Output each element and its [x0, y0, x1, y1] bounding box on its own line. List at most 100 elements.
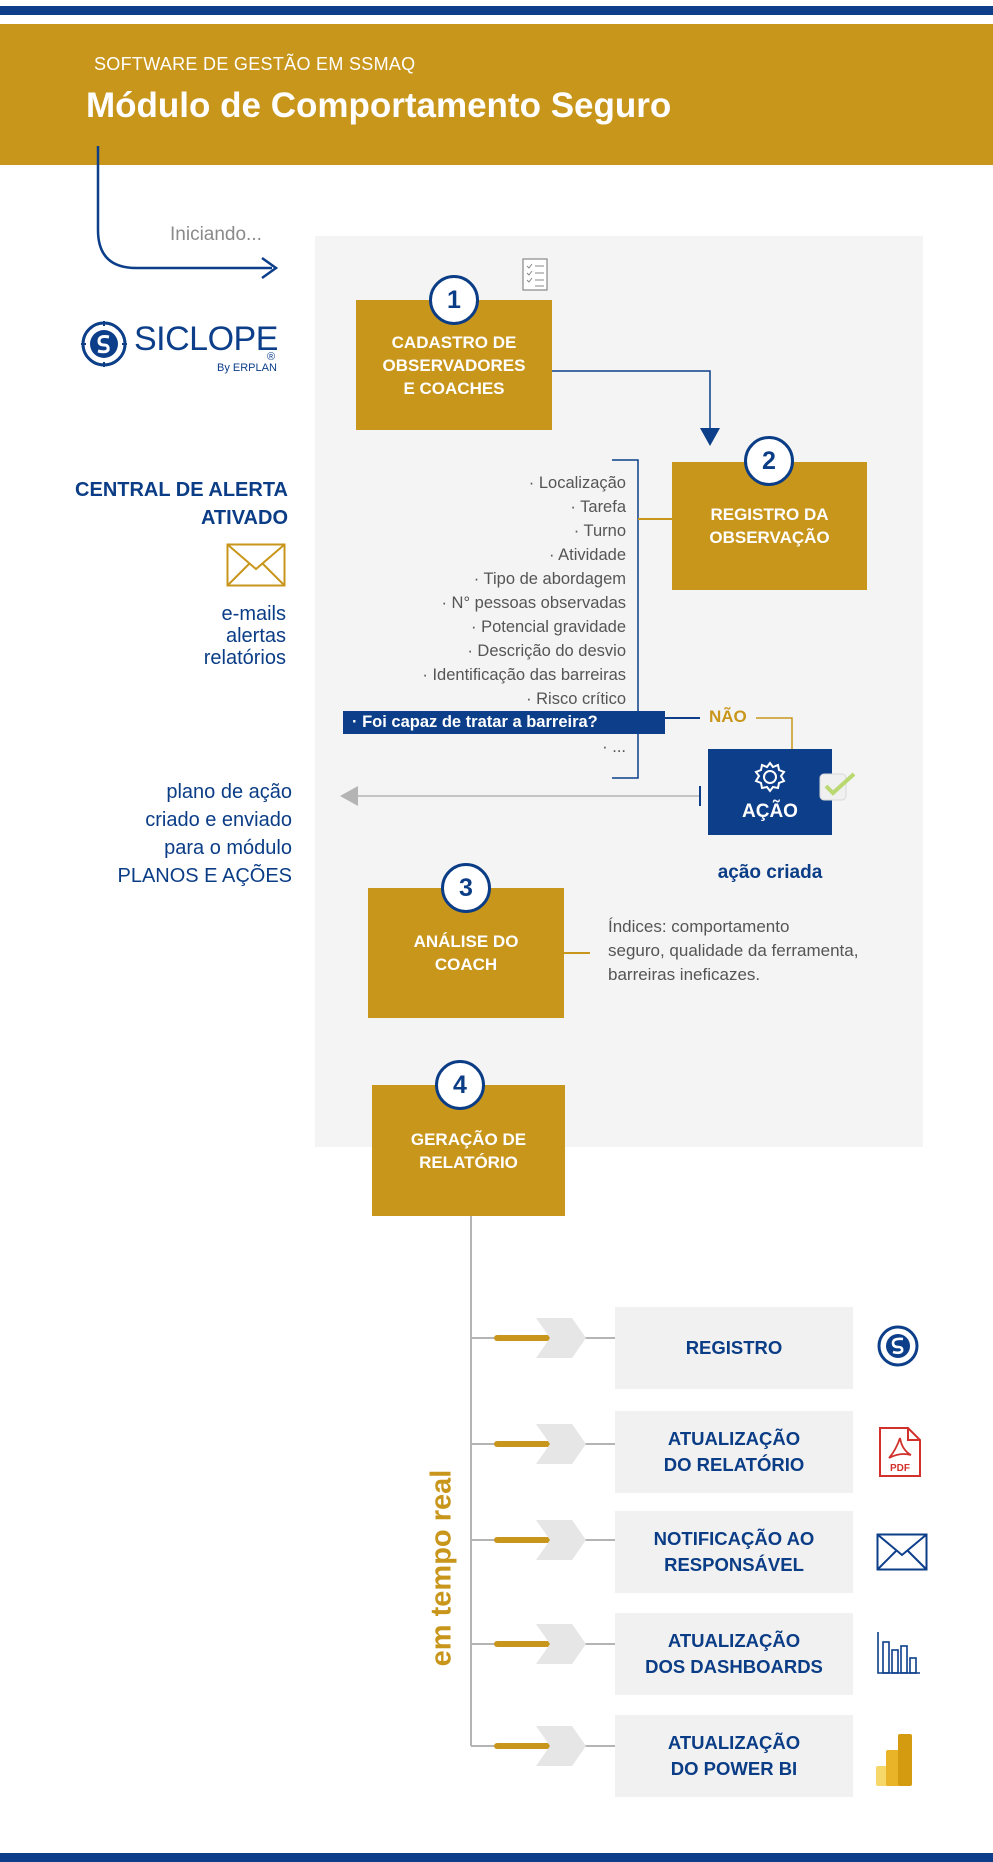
step4-line: GERAÇÃO DE [410, 1129, 527, 1149]
fields-bracket [612, 459, 639, 779]
top-border [0, 6, 993, 15]
observation-field: · Tarefa [570, 498, 626, 516]
chevron-arrow-icon [536, 1318, 586, 1358]
observation-field: · N° pessoas observadas [441, 594, 626, 612]
indices-line: seguro, qualidade da ferramenta, [608, 941, 859, 960]
observation-field: · Potencial gravidade [470, 618, 626, 636]
output-box-dashboards: ATUALIZAÇÃO DOS DASHBOARDS [615, 1613, 853, 1695]
power-bi-icon [876, 1734, 912, 1786]
output-box-relatorio: ATUALIZAÇÃO DO RELATÓRIO [615, 1411, 853, 1493]
action-plan-line: para o módulo [164, 837, 292, 859]
observation-field-ellipsis: · ... [602, 738, 626, 756]
action-to-plan-arrowhead [340, 786, 358, 806]
action-plan-line: criado e enviado [145, 809, 292, 831]
chevron-arrow-icon [536, 1424, 586, 1464]
alert-items: e-mails alertas relatórios [40, 603, 286, 669]
row-connector [586, 1337, 616, 1339]
output-line: DO POWER BI [670, 1758, 798, 1779]
action-box: AÇÃO [708, 749, 832, 835]
observation-field: · Risco crítico [526, 690, 626, 708]
row-connector [586, 1443, 616, 1445]
output-line: ATUALIZAÇÃO [667, 1630, 801, 1651]
output-box-powerbi: ATUALIZAÇÃO DO POWER BI [615, 1715, 853, 1797]
step2-number-badge: 2 [744, 436, 794, 486]
start-arrow-head [261, 256, 279, 280]
step1-number-badge: 1 [429, 275, 479, 325]
logo-wordmark: SICLOPE [134, 320, 278, 358]
no-to-action-line [756, 717, 793, 750]
output-line: ATUALIZAÇÃO [667, 1732, 801, 1753]
output-line: DOS DASHBOARDS [645, 1656, 823, 1677]
step2-line: OBSERVAÇÃO [709, 528, 830, 547]
pdf-icon: PDF [879, 1427, 921, 1477]
step4-number-badge: 4 [435, 1060, 485, 1110]
barrier-question-highlight: · Foi capaz de tratar a barreira? [343, 711, 665, 734]
start-label: Iniciando... [170, 224, 262, 245]
output-box-registro: REGISTRO [615, 1307, 853, 1389]
step2-line: REGISTRO DA [710, 505, 829, 524]
output-line: ATUALIZAÇÃO [667, 1428, 801, 1449]
step1-line: OBSERVADORES [382, 355, 526, 375]
output-line: NOTIFICAÇÃO AO [653, 1528, 815, 1549]
step3-number-badge: 3 [441, 863, 491, 913]
step1-to-step2-line [551, 370, 711, 428]
alert-title-line1: CENTRAL DE ALERTA [75, 479, 288, 501]
siclope-logo-icon [877, 1325, 919, 1367]
row-tick [494, 1743, 552, 1749]
step1-box: CADASTRO DE OBSERVADORES E COACHES [356, 300, 552, 430]
step4-box: GERAÇÃO DE RELATÓRIO [372, 1085, 565, 1216]
action-label: AÇÃO [742, 801, 798, 822]
row-tick [494, 1537, 552, 1543]
chevron-arrow-icon [536, 1726, 586, 1766]
indices-line: barreiras ineficazes. [608, 965, 761, 984]
checklist-icon [522, 258, 548, 291]
realtime-label: em tempo real [425, 1469, 458, 1667]
chevron-arrow-icon [536, 1624, 586, 1664]
start-arrow-line [96, 146, 272, 270]
indices-line: Índices: comportamento [608, 917, 790, 936]
no-label: NÃO [709, 707, 747, 726]
step3-line: COACH [434, 955, 498, 974]
action-plan-line: PLANOS E AÇÕES [117, 865, 292, 887]
envelope-icon [876, 1533, 928, 1571]
row-connector [586, 1745, 616, 1747]
row-tick [494, 1641, 552, 1647]
alert-item: e-mails [221, 603, 286, 625]
action-plan-text: plano de ação criado e enviado para o mó… [40, 778, 292, 890]
row-connector [586, 1643, 616, 1645]
header-banner: SOFTWARE DE GESTÃO EM SSMAQ Módulo de Co… [0, 24, 993, 165]
output-box-notificacao: NOTIFICAÇÃO AO RESPONSÁVEL [615, 1511, 853, 1593]
bottom-border [0, 1853, 993, 1862]
row-tick [494, 1335, 552, 1341]
envelope-icon [226, 543, 286, 587]
observation-field: · Tipo de abordagem [473, 570, 626, 588]
step1-to-step2-arrowhead [700, 428, 720, 446]
output-line: RESPONSÁVEL [664, 1554, 804, 1575]
pdf-icon-label: PDF [890, 1463, 910, 1474]
logo-registered-mark: ® [267, 351, 276, 363]
header-subtitle: SOFTWARE DE GESTÃO EM SSMAQ [94, 54, 416, 74]
step1-line: E COACHES [403, 378, 505, 398]
coach-indices-text: Índices: comportamento seguro, qualidade… [608, 915, 858, 987]
siclope-logo: SICLOPE ® By ERPLAN [80, 318, 280, 378]
alert-title: CENTRAL DE ALERTA ATIVADO [40, 476, 288, 532]
action-plan-line: plano de ação [166, 781, 292, 803]
observation-field: · Localização [528, 474, 626, 492]
output-line: REGISTRO [685, 1337, 783, 1358]
alert-item: alertas [225, 625, 286, 647]
gear-icon [754, 761, 786, 793]
step3-line: ANÁLISE DO [413, 932, 519, 951]
siclope-logo-icon [81, 321, 127, 367]
observation-field: · Descrição do desvio [467, 642, 626, 660]
observation-field: · Identificação das barreiras [422, 666, 626, 684]
observation-field: · Atividade [548, 546, 626, 564]
checkmark-icon [819, 772, 856, 801]
alert-item: relatórios [203, 647, 286, 669]
logo-byline: By ERPLAN [217, 362, 277, 374]
alert-title-line2: ATIVADO [200, 507, 288, 529]
step4-line: RELATÓRIO [419, 1152, 518, 1172]
observation-field: · Turno [573, 522, 626, 540]
page-title: Módulo de Comportamento Seguro [86, 86, 672, 125]
step1-line: CADASTRO DE [391, 332, 517, 352]
